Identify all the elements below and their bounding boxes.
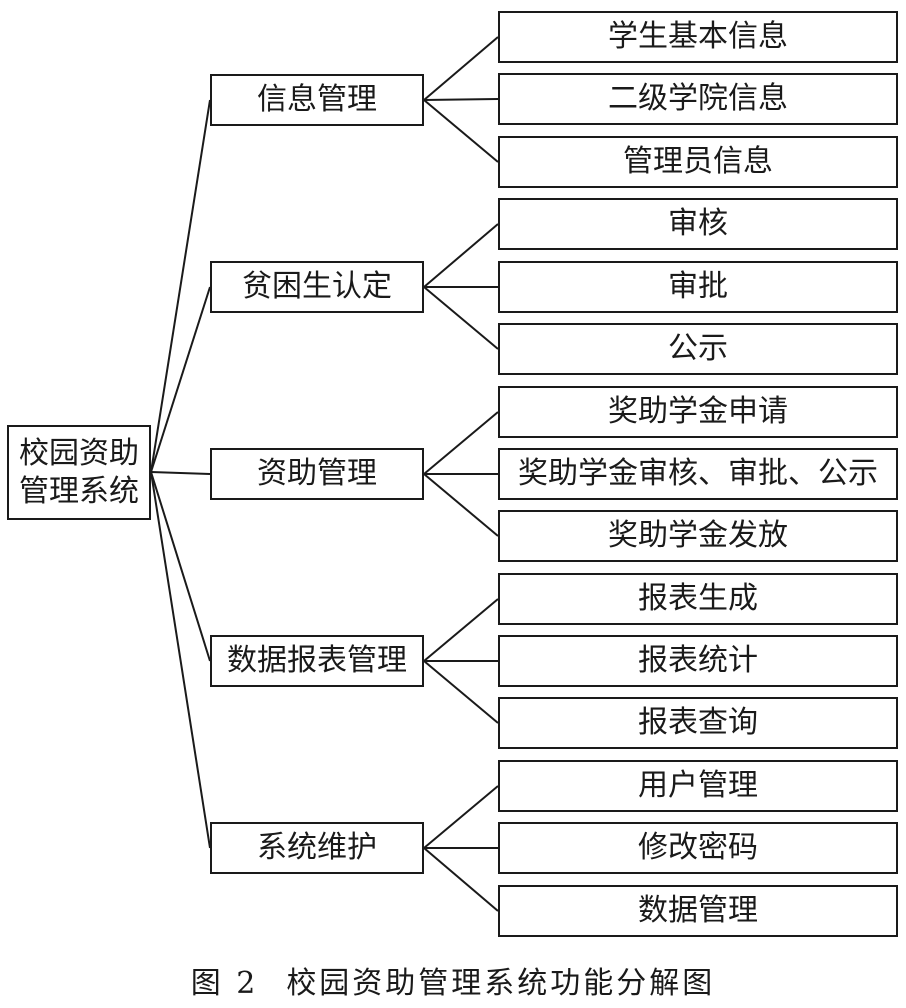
root-node: 校园资助管理系统	[7, 425, 151, 520]
root-to-module-line	[150, 471, 211, 475]
root-to-module-line	[150, 471, 211, 662]
module-to-leaf-line	[423, 36, 499, 101]
module-to-leaf-line	[423, 785, 499, 849]
module-node-report-management: 数据报表管理	[210, 635, 424, 687]
leaf-node: 数据管理	[498, 885, 898, 937]
leaf-node: 审核	[498, 198, 898, 250]
root-to-module-line	[150, 99, 211, 473]
module-node-funding-management: 资助管理	[210, 448, 424, 500]
leaf-node: 审批	[498, 261, 898, 313]
module-to-leaf-line	[423, 99, 499, 163]
module-to-leaf-line	[423, 660, 499, 724]
figure-title: 校园资助管理系统功能分解图	[286, 966, 716, 1001]
leaf-node: 报表生成	[498, 573, 898, 625]
leaf-node: 二级学院信息	[498, 73, 898, 125]
leaf-node: 奖助学金申请	[498, 386, 898, 438]
module-node-info-management: 信息管理	[210, 74, 424, 126]
leaf-node: 学生基本信息	[498, 11, 898, 63]
module-to-leaf-line	[423, 411, 499, 475]
module-node-system-maintenance: 系统维护	[210, 822, 424, 874]
leaf-node: 修改密码	[498, 822, 898, 874]
leaf-node: 公示	[498, 323, 898, 375]
leaf-node: 报表查询	[498, 697, 898, 749]
module-to-leaf-line	[423, 847, 499, 912]
module-to-leaf-line	[423, 98, 499, 101]
leaf-node: 报表统计	[498, 635, 898, 687]
module-to-leaf-line	[423, 223, 499, 288]
leaf-node: 管理员信息	[498, 136, 898, 188]
figure-caption: 图 2 校园资助管理系统功能分解图	[0, 958, 906, 1002]
root-to-module-line	[150, 286, 211, 473]
root-to-module-line	[150, 471, 211, 849]
module-node-poverty-certification: 贫困生认定	[210, 261, 424, 313]
leaf-node: 奖助学金审核、审批、公示	[498, 448, 898, 500]
module-to-leaf-line	[423, 473, 499, 537]
leaf-node: 用户管理	[498, 760, 898, 812]
figure-number: 图 2	[190, 966, 259, 1001]
module-to-leaf-line	[423, 286, 499, 350]
module-to-leaf-line	[423, 598, 499, 662]
leaf-node: 奖助学金发放	[498, 510, 898, 562]
